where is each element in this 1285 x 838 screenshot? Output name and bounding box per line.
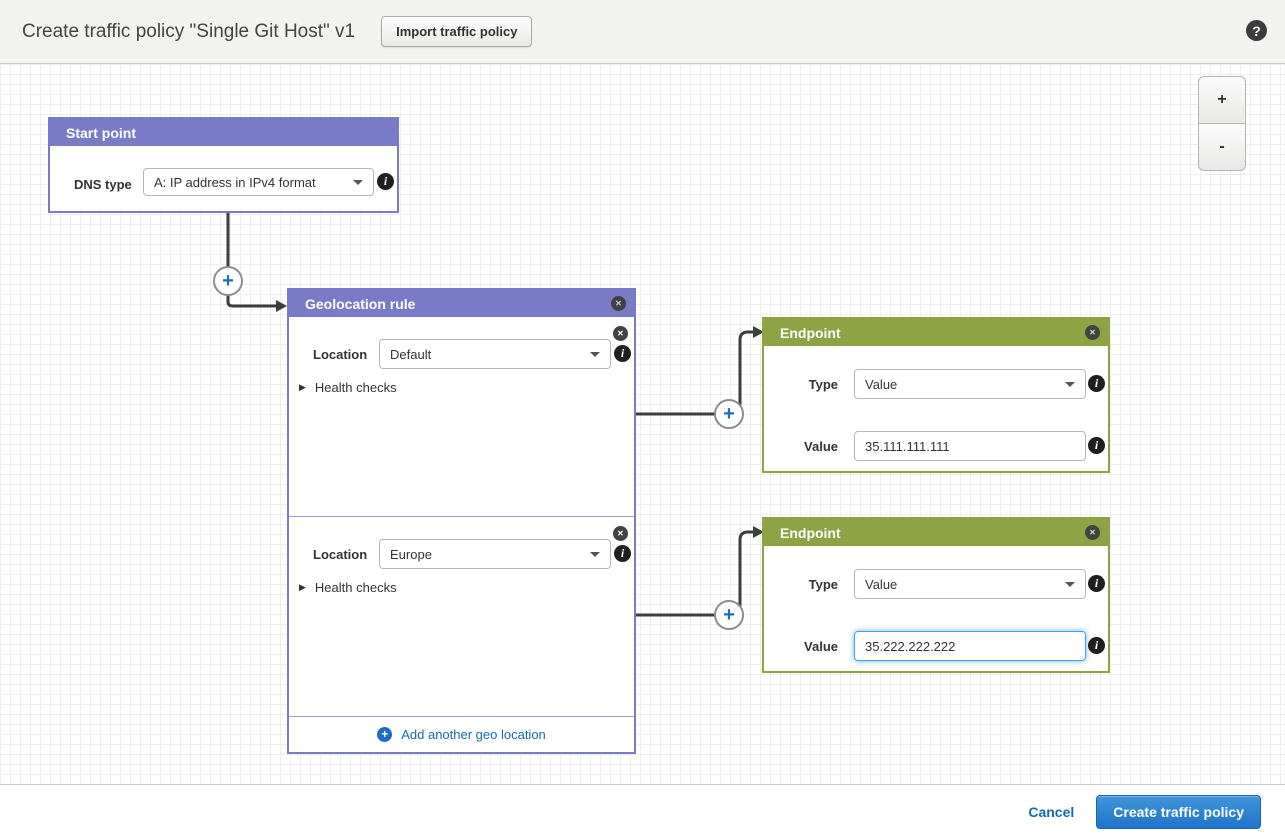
endpoint-2-type-label: Type — [808, 577, 838, 592]
start-point-box: Start point DNS type A: IP address in IP… — [48, 117, 399, 213]
dns-type-label: DNS type — [74, 177, 132, 192]
health-checks-label: Health checks — [314, 380, 397, 395]
create-traffic-policy-button[interactable]: Create traffic policy — [1096, 794, 1261, 829]
help-icon[interactable]: ? — [1246, 20, 1267, 41]
plus-icon: + — [377, 727, 393, 742]
endpoint-1-header: Endpoint ✕ — [764, 319, 1108, 346]
health-checks-label: Health checks — [314, 580, 397, 595]
chevron-down-icon — [1065, 581, 1075, 587]
health-checks-toggle-europe[interactable]: ▶ Health checks — [299, 580, 397, 595]
start-point-title: Start point — [66, 124, 136, 141]
endpoint-1-value-info-icon[interactable]: i — [1088, 437, 1105, 454]
zoom-out-button[interactable]: - — [1198, 123, 1246, 171]
health-checks-toggle-default[interactable]: ▶ Health checks — [299, 380, 397, 395]
chevron-down-icon — [590, 351, 600, 357]
geolocation-rule-title: Geolocation rule — [305, 295, 416, 312]
connector-plus-node-start[interactable]: + — [213, 266, 243, 296]
endpoint-1-value-input[interactable] — [854, 431, 1086, 461]
endpoint-2-value-label: Value — [804, 639, 838, 654]
endpoint-2-title: Endpoint — [780, 524, 841, 541]
endpoint-2-type-selected-value: Value — [865, 576, 898, 592]
geolocation-rule-header: Geolocation rule ✕ — [289, 290, 634, 317]
endpoint-1-title: Endpoint — [780, 324, 841, 341]
endpoint-box-2: Endpoint ✕ Type Value i Value i — [762, 517, 1110, 673]
dns-type-selected-value: A: IP address in IPv4 format — [154, 174, 316, 190]
endpoint-1-type-info-icon[interactable]: i — [1088, 375, 1105, 392]
policy-editor-canvas: + + + + - Start point DNS type A: IP add… — [0, 64, 1285, 785]
close-endpoint-2-icon[interactable]: ✕ — [1085, 525, 1100, 540]
location-selected-value: Default — [390, 346, 432, 362]
endpoint-1-type-dropdown[interactable]: Value — [854, 369, 1086, 399]
location-selected-value: Europe — [390, 546, 432, 562]
add-another-geo-location-button[interactable]: + Add another geo location — [289, 717, 634, 752]
canvas-zoom-controls: + - — [1198, 76, 1246, 171]
connector-plus-node-endpoint-2[interactable]: + — [714, 600, 744, 630]
top-header-bar: Create traffic policy "Single Git Host" … — [0, 0, 1285, 64]
location-label: Location — [313, 347, 368, 362]
add-geo-location-label: Add another geo location — [401, 727, 546, 742]
geolocation-rule-box: Geolocation rule ✕ ✕ Location Default i … — [287, 288, 636, 754]
remove-location-default-icon[interactable]: ✕ — [613, 326, 628, 341]
location-info-icon[interactable]: i — [614, 345, 631, 362]
endpoint-2-header: Endpoint ✕ — [764, 519, 1108, 546]
bottom-action-bar: Cancel Create traffic policy — [0, 785, 1285, 838]
import-traffic-policy-button[interactable]: Import traffic policy — [381, 16, 533, 47]
location-dropdown-default[interactable]: Default — [379, 339, 611, 369]
dns-type-dropdown[interactable]: A: IP address in IPv4 format — [143, 168, 374, 196]
endpoint-1-type-selected-value: Value — [865, 376, 898, 392]
arrowhead-geo — [276, 300, 287, 312]
collapsed-arrow-icon: ▶ — [299, 582, 306, 592]
endpoint-1-type-label: Type — [808, 377, 838, 392]
close-endpoint-1-icon[interactable]: ✕ — [1085, 325, 1100, 340]
location-dropdown-europe[interactable]: Europe — [379, 539, 611, 569]
page-title: Create traffic policy "Single Git Host" … — [22, 20, 356, 42]
chevron-down-icon — [1065, 381, 1075, 387]
chevron-down-icon — [590, 551, 600, 557]
dns-type-info-icon[interactable]: i — [377, 173, 394, 190]
cancel-button[interactable]: Cancel — [1028, 803, 1075, 820]
remove-location-europe-icon[interactable]: ✕ — [613, 526, 628, 541]
endpoint-box-1: Endpoint ✕ Type Value i Value i — [762, 317, 1110, 473]
zoom-in-button[interactable]: + — [1198, 76, 1246, 124]
close-geolocation-rule-icon[interactable]: ✕ — [611, 296, 626, 311]
start-point-header: Start point — [50, 119, 397, 146]
chevron-down-icon — [353, 179, 363, 185]
geo-location-section-europe: ✕ Location Europe i ▶ Health checks — [289, 517, 634, 717]
connector-plus-node-endpoint-1[interactable]: + — [714, 399, 744, 429]
location-info-icon[interactable]: i — [614, 545, 631, 562]
geo-location-section-default: ✕ Location Default i ▶ Health checks — [289, 317, 634, 517]
endpoint-2-type-info-icon[interactable]: i — [1088, 575, 1105, 592]
endpoint-2-value-input[interactable] — [854, 631, 1086, 661]
endpoint-1-value-label: Value — [804, 439, 838, 454]
endpoint-2-type-dropdown[interactable]: Value — [854, 569, 1086, 599]
endpoint-2-value-info-icon[interactable]: i — [1088, 637, 1105, 654]
collapsed-arrow-icon: ▶ — [299, 382, 306, 392]
location-label: Location — [313, 547, 368, 562]
